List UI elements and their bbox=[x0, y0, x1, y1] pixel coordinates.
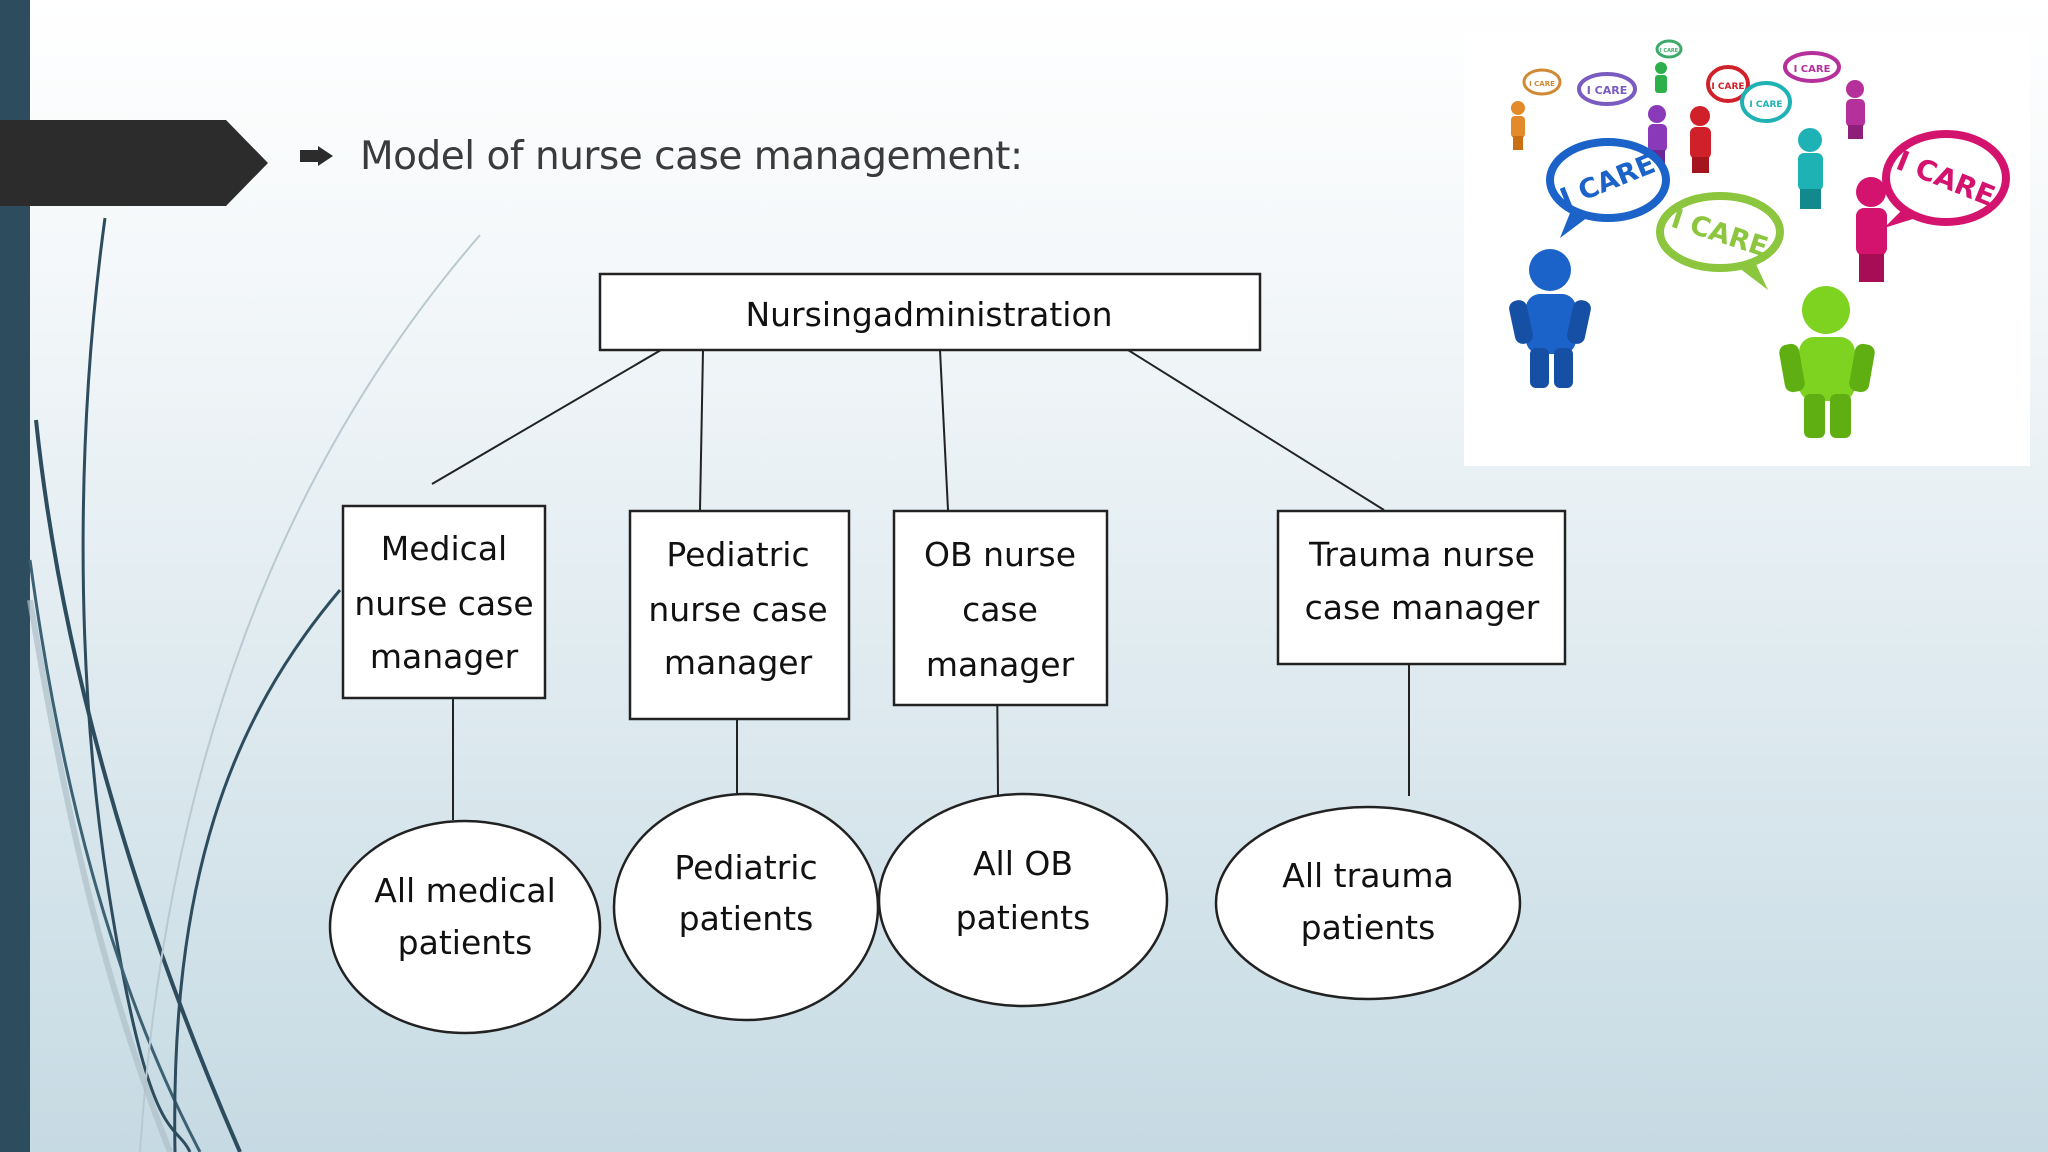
connector-line bbox=[1127, 349, 1385, 511]
person-icon bbox=[1690, 106, 1711, 173]
patients-label: patients bbox=[398, 923, 533, 962]
speech-bubble: I CARE bbox=[1655, 39, 1683, 59]
patients-ellipse-trauma bbox=[1214, 805, 1522, 1001]
speech-bubble: I CARE bbox=[1783, 51, 1841, 83]
speech-bubble: I CARE bbox=[1577, 72, 1637, 106]
patients-ellipse-medical bbox=[328, 819, 602, 1035]
manager-label: case bbox=[962, 590, 1038, 629]
svg-text:I CARE: I CARE bbox=[1711, 82, 1744, 92]
patients-label: patients bbox=[679, 899, 814, 938]
title-row: Model of nurse case management: bbox=[300, 128, 1023, 184]
manager-box-pediatric bbox=[628, 509, 851, 721]
svg-text:I CARE: I CARE bbox=[1794, 64, 1831, 75]
slide-title: Model of nurse case management: bbox=[360, 133, 1023, 179]
manager-label: manager bbox=[370, 637, 519, 676]
person-icon bbox=[1846, 80, 1865, 139]
title-tab bbox=[0, 120, 268, 206]
manager-label: case manager bbox=[1305, 588, 1540, 627]
patients-label: patients bbox=[1301, 908, 1436, 947]
person-icon bbox=[1655, 62, 1667, 93]
manager-label: nurse case bbox=[354, 584, 533, 623]
root-box bbox=[598, 272, 1262, 352]
manager-box-medical bbox=[341, 504, 547, 700]
person-icon bbox=[1798, 128, 1823, 209]
svg-text:I CARE: I CARE bbox=[1749, 100, 1782, 110]
org-diagram: Nursingadministration Medical nurse case… bbox=[328, 272, 1567, 1035]
root-label: Nursingadministration bbox=[745, 295, 1112, 334]
patients-label: All trauma bbox=[1282, 856, 1453, 895]
connector-line bbox=[939, 349, 949, 511]
manager-label: Medical bbox=[381, 529, 507, 568]
speech-bubble: I CARE bbox=[1706, 65, 1750, 103]
person-icon bbox=[1856, 177, 1887, 282]
manager-label: Pediatric bbox=[666, 535, 809, 574]
patients-label: patients bbox=[956, 898, 1091, 937]
patients-ellipse-pediatric bbox=[612, 792, 880, 1022]
svg-text:I CARE: I CARE bbox=[1587, 84, 1628, 97]
manager-box-ob bbox=[892, 509, 1109, 707]
speech-bubble: I CARE bbox=[1882, 130, 2010, 228]
person-icon bbox=[1509, 249, 1591, 388]
manager-label: manager bbox=[664, 643, 813, 682]
speech-bubble: I CARE bbox=[1522, 68, 1562, 96]
decorative-swooshes bbox=[27, 217, 481, 1152]
speech-bubble: I CARE bbox=[1740, 81, 1792, 123]
svg-text:I CARE: I CARE bbox=[1660, 48, 1679, 54]
speech-bubble: I CARE bbox=[1656, 192, 1784, 290]
i-care-illustration: I CARE I CARE I CARE I CARE I CARE I CAR… bbox=[1464, 32, 2030, 466]
patients-ellipse-ob bbox=[877, 792, 1169, 1008]
patients-label: All medical bbox=[374, 871, 556, 910]
manager-label: manager bbox=[926, 645, 1075, 684]
arrow-bullet-icon bbox=[300, 146, 333, 166]
svg-text:I CARE: I CARE bbox=[1529, 80, 1555, 88]
patients-label: All OB bbox=[973, 844, 1073, 883]
manager-label: Trauma nurse bbox=[1308, 535, 1535, 574]
manager-label: nurse case bbox=[648, 590, 827, 629]
speech-bubble: I CARE bbox=[1546, 138, 1670, 238]
connector-line bbox=[699, 349, 704, 511]
patients-label: Pediatric bbox=[674, 848, 817, 887]
manager-label: OB nurse bbox=[924, 535, 1076, 574]
person-icon bbox=[1511, 101, 1525, 150]
connector-line bbox=[431, 349, 662, 485]
person-icon bbox=[1779, 286, 1875, 438]
manager-box-trauma bbox=[1276, 509, 1567, 666]
